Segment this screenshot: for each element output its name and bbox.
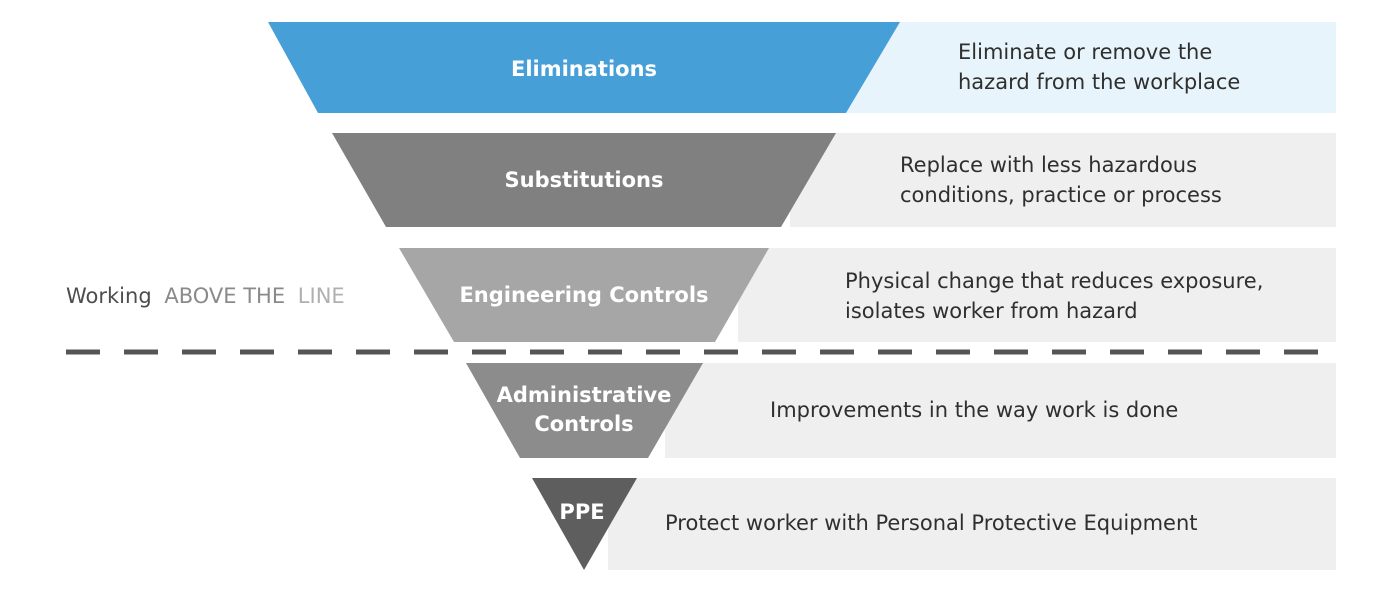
layer-substitutions xyxy=(332,133,836,227)
layer-label-substitutions: Substitutions xyxy=(505,168,664,192)
description-eliminations-line1: Eliminate or remove the xyxy=(958,40,1212,64)
side-label-working: Working xyxy=(66,284,152,308)
description-ppe: Protect worker with Personal Protective … xyxy=(665,511,1198,535)
description-substitutions-line2: conditions, practice or process xyxy=(900,183,1222,207)
layer-administrative-controls xyxy=(466,363,703,458)
panel-substitutions xyxy=(790,133,1336,227)
layer-label-administrative-controls-line2: Controls xyxy=(534,412,633,436)
layer-ppe xyxy=(532,478,637,570)
layer-engineering-controls xyxy=(399,248,769,342)
layer-label-eliminations: Eliminations xyxy=(511,57,657,81)
layer-label-administrative-controls: Administrative xyxy=(497,383,672,407)
side-label-above-the: ABOVE THE xyxy=(164,284,285,308)
layer-label-engineering-controls: Engineering Controls xyxy=(459,283,708,307)
panel-eliminations xyxy=(846,22,1336,113)
panel-engineering-controls xyxy=(738,248,1336,342)
panel-ppe xyxy=(608,478,1336,570)
description-engineering-controls-line1: Physical change that reduces exposure, xyxy=(845,269,1263,293)
panel-administrative-controls xyxy=(665,363,1336,458)
description-eliminations-line2: hazard from the workplace xyxy=(958,70,1240,94)
layer-label-ppe: PPE xyxy=(559,500,604,524)
description-administrative-controls: Improvements in the way work is done xyxy=(770,398,1178,422)
layer-eliminations xyxy=(268,22,900,113)
working-above-the-line-label: Working ABOVE THE LINE xyxy=(66,284,345,308)
description-engineering-controls-line2: isolates worker from hazard xyxy=(845,299,1138,323)
side-label-line: LINE xyxy=(298,284,345,308)
description-substitutions-line1: Replace with less hazardous xyxy=(900,153,1197,177)
